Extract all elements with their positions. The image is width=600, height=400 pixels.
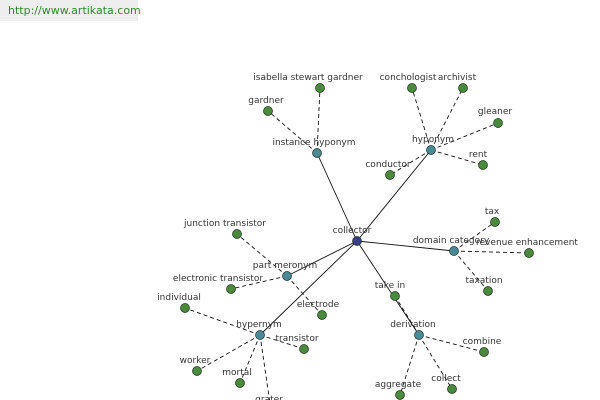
node-rent[interactable] [478,160,488,170]
edge-hypernym-grater [259,334,270,400]
edge-hyponym-conductor [389,149,432,176]
node-taxation[interactable] [483,286,493,296]
label-junction-transistor[interactable]: junction transistor [183,219,266,229]
node-gardner[interactable] [263,106,273,116]
edge-instance-hyponym-isabella [316,87,321,154]
node-gleaner[interactable] [493,118,503,128]
site-url-link[interactable]: http://www.artikata.com [8,4,141,17]
node-hyponym[interactable] [426,145,436,155]
node-combine[interactable] [479,347,489,357]
edge-hyponym-gleaner [430,122,499,151]
edge-collector-hypernym [259,240,358,336]
label-archivist[interactable]: archivist [438,73,477,83]
label-hyponym[interactable]: hyponym [412,135,454,145]
label-individual[interactable]: individual [157,293,201,303]
edge-hypernym-transistor [259,334,305,350]
node-archivist[interactable] [458,83,468,93]
node-worker[interactable] [192,366,202,376]
label-domain-category[interactable]: domain category [413,236,490,246]
graph-labels: collector instance hyponym isabella stewar… [157,73,578,400]
label-revenue-enhancement[interactable]: revenue enhancement [476,238,578,248]
label-conchologist[interactable]: conchologist [380,73,437,83]
node-electronic-transistor[interactable] [226,284,236,294]
label-gardner[interactable]: gardner [248,96,284,106]
node-derivation[interactable] [414,330,424,340]
label-instance-hyponym[interactable]: instance hyponym [272,138,355,148]
edge-derivation-aggregate [399,334,420,396]
node-collect[interactable] [447,384,457,394]
label-part-meronym[interactable]: part meronym [253,261,317,271]
label-combine[interactable]: combine [463,337,502,347]
node-collector[interactable] [352,236,362,246]
node-aggregate[interactable] [395,390,405,400]
edge-hyponym-conchologist [411,87,432,151]
label-taxation[interactable]: taxation [465,276,502,286]
graph-nodes [180,83,534,400]
edge-part-meronym-junction-transistor [236,233,288,277]
label-aggregate[interactable]: aggregate [375,380,422,390]
node-electrode[interactable] [317,310,327,320]
label-derivation[interactable]: derivation [390,320,436,330]
label-hypernym[interactable]: hypernym [236,320,282,330]
edge-collector-hyponym [356,149,432,242]
edge-collector-instance-hyponym [316,152,358,242]
node-revenue-enhancement[interactable] [524,248,534,258]
label-collect[interactable]: collect [431,374,461,384]
edge-instance-hyponym-gardner [267,110,318,154]
graph-edges [184,87,530,400]
edge-derivation-take-in [394,295,420,336]
edge-domain-category-tax [453,221,496,252]
node-transistor[interactable] [299,344,309,354]
node-isabella[interactable] [315,83,325,93]
edge-part-meronym-electrode [286,275,323,316]
label-electrode[interactable]: electrode [297,300,340,310]
edge-domain-category-revenue-enhancement [453,250,530,254]
node-domain-category[interactable] [449,246,459,256]
edge-collector-derivation [356,240,420,336]
edge-domain-category-taxation [453,250,489,292]
node-tax[interactable] [490,217,500,227]
node-conchologist[interactable] [407,83,417,93]
edge-derivation-collect [418,334,453,390]
edge-collector-domain-category [356,240,455,252]
label-gleaner[interactable]: gleaner [478,107,513,117]
node-take-in[interactable] [390,291,400,301]
label-electronic-transistor[interactable]: electronic transistor [173,274,263,284]
edge-hyponym-archivist [430,87,464,151]
label-worker[interactable]: worker [180,356,211,366]
label-isabella[interactable]: isabella stewart gardner [253,73,363,83]
edge-hyponym-rent [430,149,484,166]
label-transistor[interactable]: transistor [275,334,318,344]
node-part-meronym[interactable] [282,271,292,281]
label-conductor[interactable]: conductor [365,160,411,170]
node-instance-hyponym[interactable] [312,148,322,158]
label-rent[interactable]: rent [469,150,488,160]
edge-hypernym-mortal [239,334,261,384]
edge-hypernym-individual [184,307,261,336]
node-individual[interactable] [180,303,190,313]
edge-collector-part-meronym [286,240,358,277]
node-junction-transistor[interactable] [232,229,242,239]
node-conductor[interactable] [385,170,395,180]
node-mortal[interactable] [235,378,245,388]
label-tax[interactable]: tax [485,207,500,217]
url-bar: http://www.artikata.com [0,0,141,21]
edge-part-meronym-electronic-transistor [230,275,288,290]
label-take-in[interactable]: take in [375,281,406,291]
label-mortal[interactable]: mortal [222,368,252,378]
edge-hypernym-worker [196,334,261,372]
label-collector[interactable]: collector [333,226,372,236]
node-hypernym[interactable] [255,330,265,340]
label-grater[interactable]: grater [255,395,283,400]
